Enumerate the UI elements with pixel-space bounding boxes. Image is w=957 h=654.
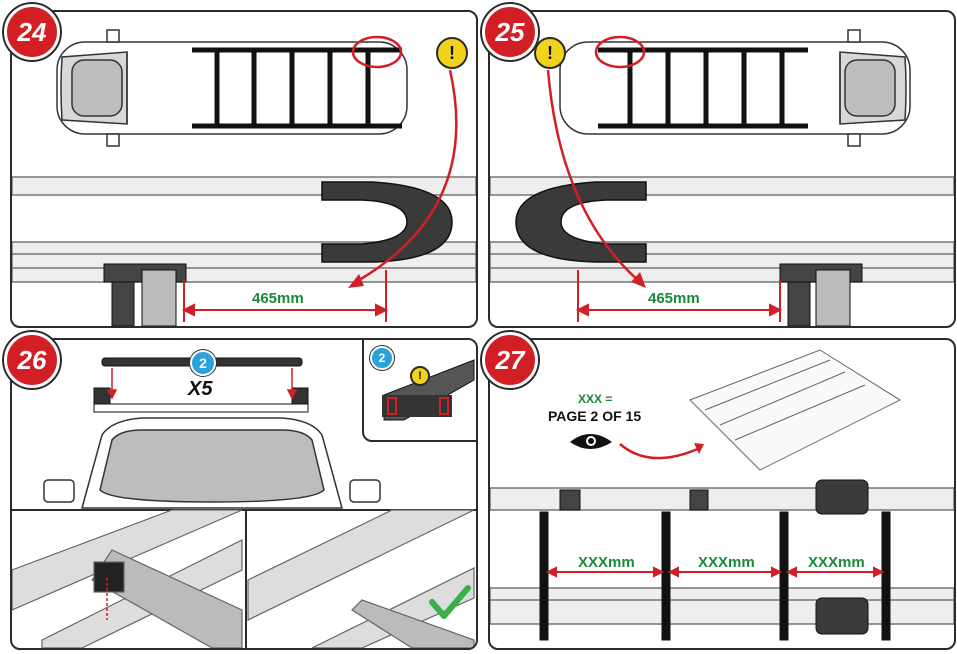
step-26-badge: 26 [4, 332, 60, 388]
step-26-drawing [12, 357, 476, 648]
eye-icon [570, 434, 612, 449]
reference-value: XXX = [578, 392, 613, 406]
rail-detail-right [247, 509, 475, 648]
step-24-panel: ! 465mm [10, 10, 478, 328]
warning-icon: ! [534, 37, 566, 69]
dimension-line [575, 270, 783, 322]
van-top-view [56, 29, 408, 147]
bracket [779, 263, 863, 326]
dimension-line [181, 270, 389, 322]
quantity-label: X5 [188, 378, 213, 400]
bracket [103, 263, 187, 326]
crossbars [539, 489, 891, 641]
reference-page: PAGE 2 OF 15 [548, 408, 642, 424]
inset-detail: 2 ! [362, 340, 476, 442]
step-24-drawing [12, 29, 476, 326]
gap-label-3: XXXmm [806, 554, 867, 571]
dimension-label: 465mm [648, 290, 700, 307]
instruction-sheet [689, 349, 902, 471]
roof-rack [192, 47, 402, 129]
checkmark-icon [429, 585, 471, 619]
dimension-label: 465mm [252, 290, 304, 307]
step-25-panel: ! 465mm [488, 10, 956, 328]
van-top-view [559, 29, 911, 147]
step-26-panel: 2 X5 2 ! [10, 338, 478, 650]
rail-detail-left [12, 509, 243, 648]
highlight-circle [594, 35, 646, 69]
warning-icon: ! [436, 37, 468, 69]
step-24-badge: 24 [4, 4, 60, 60]
end-cap [515, 181, 647, 263]
step-25-badge: 25 [482, 4, 538, 60]
highlight-circle [351, 35, 403, 69]
warning-arrow [351, 69, 458, 286]
step-27-badge: 27 [482, 332, 538, 388]
crossbar [93, 357, 309, 413]
end-caps [815, 479, 869, 635]
part-number-badge: 2 [190, 350, 216, 376]
roof-rack [598, 47, 808, 129]
warning-icon: ! [410, 366, 430, 386]
dimension-lines [545, 566, 885, 578]
step-25-drawing [490, 29, 954, 326]
van-rear-view [43, 417, 381, 509]
gap-label-2: XXXmm [696, 554, 757, 571]
step-27-drawing [490, 349, 954, 641]
end-cap [321, 181, 453, 263]
gap-label-1: XXXmm [576, 554, 637, 571]
pointer-arrow [619, 443, 701, 460]
inset-part-badge: 2 [370, 346, 394, 370]
warning-arrow [546, 69, 641, 283]
step-27-panel: XXX = PAGE 2 OF 15 XXXmm XXXmm XXXmm [488, 338, 956, 650]
